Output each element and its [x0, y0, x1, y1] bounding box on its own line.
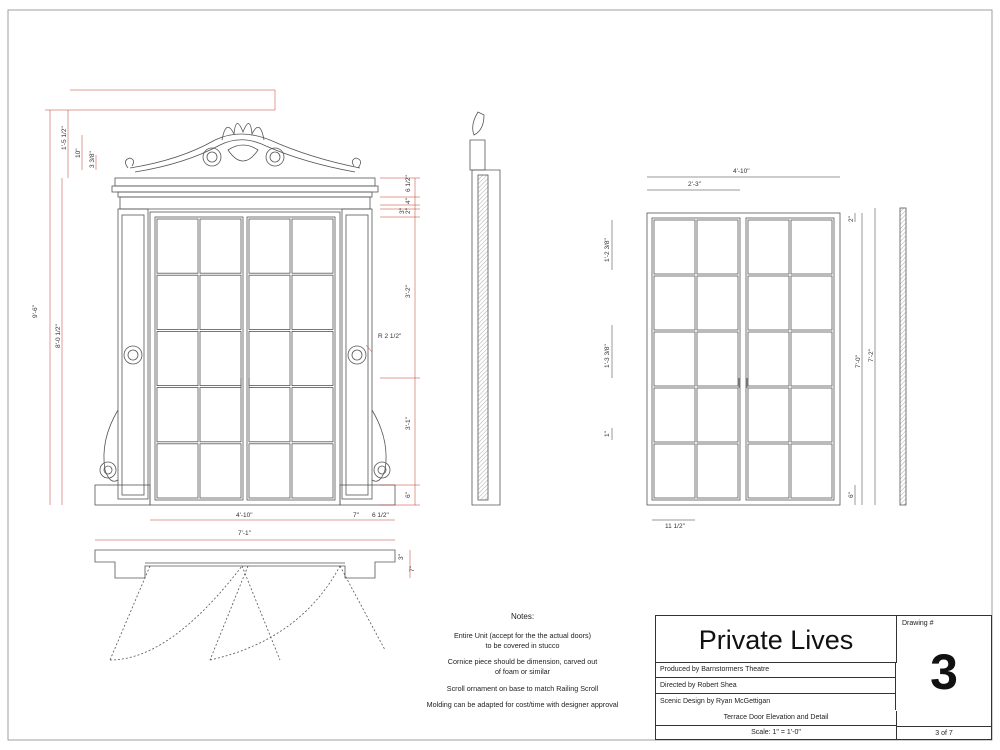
- door-pane: [291, 218, 334, 274]
- door-pane: [156, 330, 199, 386]
- dim-detail-frame-height: 7'-2": [868, 348, 875, 362]
- door-pane: [747, 331, 790, 387]
- door-pane: [696, 219, 739, 275]
- notes-block: Notes: Entire Unit (accept for the the a…: [410, 612, 635, 717]
- door-pane: [248, 218, 291, 274]
- dim-cornice-mid: 4": [405, 197, 412, 204]
- front-elevation: [94, 123, 396, 506]
- drawing-scale: Scale: 1" = 1'-0": [656, 726, 897, 740]
- door-pane: [291, 387, 334, 443]
- dim-detail-frame-top: 2": [848, 215, 855, 222]
- elevation-door-handles: [240, 378, 250, 388]
- dim-base: 6": [405, 491, 412, 498]
- door-pane: [790, 275, 833, 331]
- drawing-description: Terrace Door Elevation and Detail: [656, 711, 897, 726]
- door-pane: [248, 443, 291, 499]
- dim-door-height: 8'-0 1/2": [55, 324, 62, 348]
- title-block: Private Lives Produced by Barnstormers T…: [655, 615, 992, 740]
- scenic-design: Scenic Design by Ryan McGettigan: [656, 694, 896, 710]
- door-pane: [199, 387, 242, 443]
- dim-pediment-height: 1'-5 1/2": [61, 126, 68, 150]
- dim-door-width: 4'-10": [236, 512, 253, 519]
- door-pane: [248, 387, 291, 443]
- note-item-3: Scroll ornament on base to match Railing…: [446, 683, 599, 693]
- door-pane: [747, 387, 790, 443]
- side-section: [469, 111, 501, 506]
- dim-detail-pane-upper: 1'-2 3/8": [604, 238, 611, 262]
- page-count: 3 of 7: [896, 726, 992, 741]
- drawing-number: 3: [930, 644, 958, 700]
- door-pane: [199, 218, 242, 274]
- door-pane: [291, 443, 334, 499]
- dim-detail-leaf: 2'-3": [688, 181, 702, 188]
- door-pane: [653, 331, 696, 387]
- dim-lower-panel: 3'-1": [405, 416, 412, 430]
- elevation-dimension-labels: 9'-6" 8'-0 1/2" 1'-5 1/2" 10" 3 3/8" 6 1…: [32, 126, 412, 537]
- door-pane: [747, 219, 790, 275]
- door-pane: [653, 443, 696, 499]
- directed-by: Directed by Robert Shea: [656, 678, 896, 694]
- door-pane: [156, 274, 199, 330]
- dim-cornice-top: 6 1/2": [405, 175, 412, 192]
- note-item-2: Cornice piece should be dimension, carve…: [447, 657, 598, 676]
- door-pane: [790, 219, 833, 275]
- detail-door-panes: [653, 219, 833, 499]
- dim-pediment-mid: 10": [75, 148, 82, 158]
- door-pane: [747, 443, 790, 499]
- dim-pilaster-offset: 6 1/2": [372, 512, 389, 519]
- dim-detail-door-height: 7'-0": [855, 354, 862, 368]
- dim-detail-width: 4'-10": [733, 168, 750, 175]
- door-pane: [156, 387, 199, 443]
- dim-detail-sill: 6": [848, 491, 855, 498]
- door-pane: [696, 387, 739, 443]
- detail-dimension-lines: [611, 176, 876, 521]
- door-pane: [199, 274, 242, 330]
- door-pane: [653, 275, 696, 331]
- door-pane: [747, 275, 790, 331]
- dim-detail-stile: 11 1/2": [665, 523, 686, 530]
- door-pane: [156, 443, 199, 499]
- door-pane: [291, 330, 334, 386]
- door-pane: [248, 330, 291, 386]
- door-pane: [696, 443, 739, 499]
- door-pane: [653, 387, 696, 443]
- door-pane: [248, 274, 291, 330]
- door-pane: [790, 387, 833, 443]
- produced-by: Produced by Barnstormers Theatre: [656, 662, 896, 678]
- door-detail: [646, 207, 907, 506]
- elevation-door-panes: [156, 218, 334, 499]
- elevation-dimension-lines: [45, 89, 420, 541]
- door-pane: [199, 443, 242, 499]
- dim-upper-panel: 3'-2": [405, 284, 412, 298]
- plan-dimensions: 3" 7": [398, 550, 416, 578]
- door-pane: [653, 219, 696, 275]
- dim-detail-pane-mid: 1'-3 3/8": [604, 344, 611, 368]
- door-pane: [696, 275, 739, 331]
- notes-heading: Notes:: [510, 612, 535, 621]
- door-pane: [696, 331, 739, 387]
- dim-pediment-low: 3 3/8": [89, 151, 96, 168]
- dim-detail-muntin: 1": [604, 430, 611, 437]
- dim-overall-height: 9'-6": [32, 304, 39, 318]
- dim-cornice-b: 2": [405, 207, 412, 214]
- door-pane: [790, 331, 833, 387]
- note-item-4: Molding can be adapted for cost/time wit…: [426, 700, 619, 710]
- dim-plan-depth-a: 3": [398, 553, 405, 560]
- dim-pilaster-width: 7": [353, 512, 360, 519]
- plan-view: [94, 549, 396, 661]
- dim-overall-width: 7'-1": [238, 530, 252, 537]
- door-pane: [790, 443, 833, 499]
- door-pane: [156, 218, 199, 274]
- door-pane: [291, 274, 334, 330]
- note-item-1: Entire Unit (accept for the the actual d…: [453, 630, 592, 650]
- dim-plan-depth-b: 7": [409, 565, 416, 572]
- dim-radius: R 2 1/2": [378, 333, 402, 340]
- detail-dimension-labels: 4'-10" 2'-3" 2" 1'-2 3/8" 1'-3 3/8" 1" 7…: [604, 168, 875, 530]
- door-pane: [199, 330, 242, 386]
- show-title: Private Lives: [656, 616, 897, 663]
- dim-cornice-a: 3": [399, 207, 406, 214]
- drawing-number-label: Drawing #: [902, 620, 934, 627]
